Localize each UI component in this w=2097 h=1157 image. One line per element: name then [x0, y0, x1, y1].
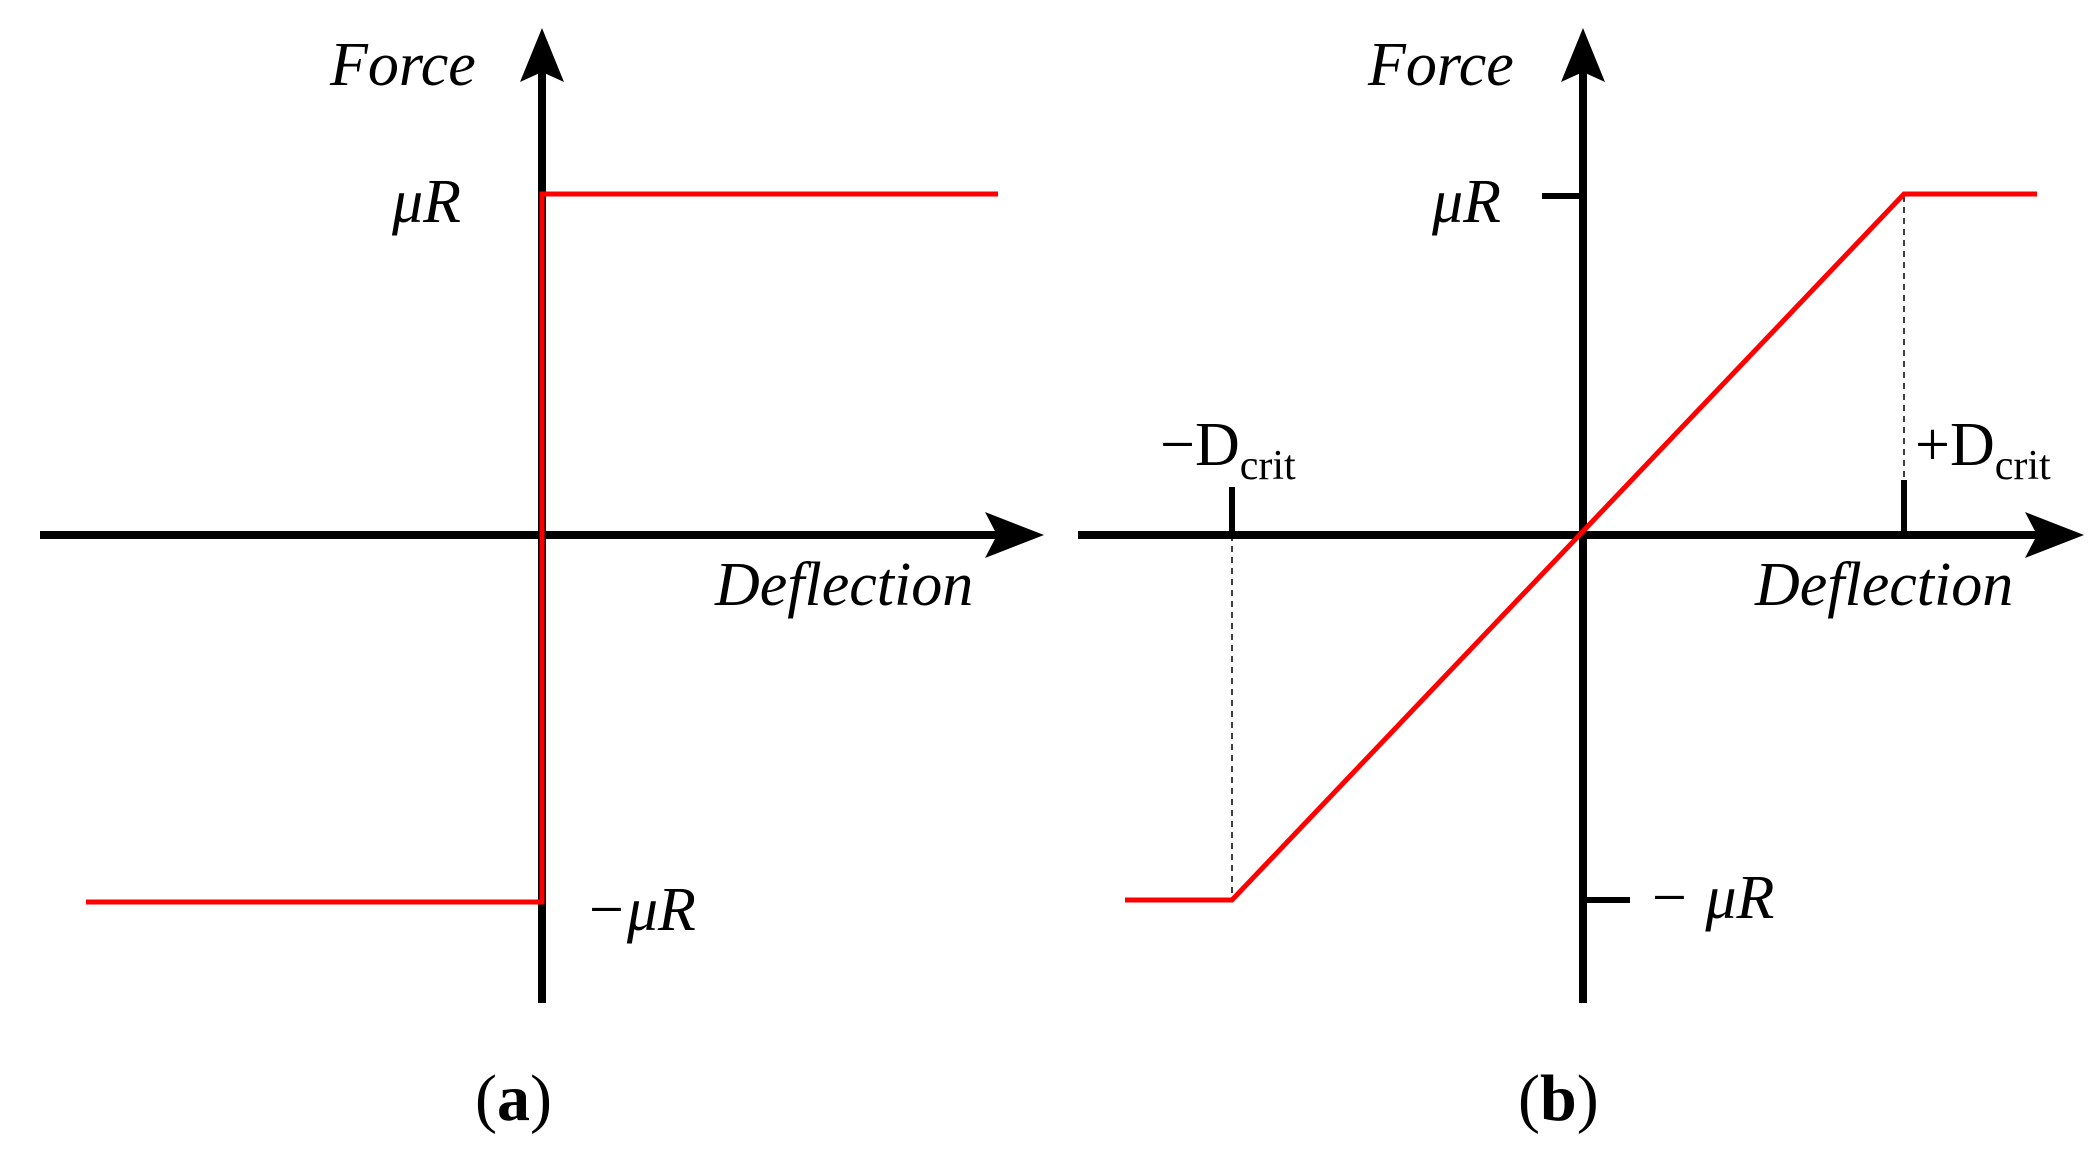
panel-b-x-axis-label: Deflection [1754, 551, 2013, 619]
panel-a-caption-open: ( [475, 1062, 497, 1135]
panel-a-y-axis-label: Force [329, 31, 476, 99]
panel-b-lower-level-label: − μR [1648, 864, 1774, 932]
panel-b-neg-dcrit-label: −Dcrit [1160, 411, 1296, 489]
panel-a-upper-level-label: μR [391, 168, 461, 236]
panel-b-caption-open: ( [1518, 1062, 1540, 1135]
panel-a-caption-close: ) [530, 1062, 552, 1135]
panel-b-force-curve [1125, 191, 2037, 903]
panel-b-pos-dcrit-main: +D [1915, 411, 1995, 479]
panel-a: Force Deflection μR −μR (a) [40, 28, 1044, 1135]
panel-b-pos-dcrit-label: +Dcrit [1915, 411, 2051, 489]
panel-a-lower-level-label: −μR [585, 876, 696, 944]
panel-a-x-axis-arrowhead [985, 512, 1044, 558]
panel-b-neg-dcrit-main: −D [1160, 411, 1240, 479]
panel-b-x-axis-arrowhead [2025, 512, 2084, 558]
panel-b-y-axis-label: Force [1367, 31, 1514, 99]
panel-b-caption: (b) [1518, 1062, 1599, 1135]
panel-b-caption-letter: b [1540, 1062, 1577, 1135]
panel-b-neg-dcrit-sub: crit [1240, 443, 1296, 489]
panel-b-upper-level-label: μR [1431, 168, 1501, 236]
panel-a-caption-letter: a [497, 1062, 530, 1135]
panel-a-x-axis-label: Deflection [714, 551, 973, 619]
panel-b-pos-dcrit-sub: crit [1995, 443, 2051, 489]
panel-a-y-axis-arrowhead [520, 28, 564, 82]
panel-b: Force Deflection μR − μR −Dcrit +Dcrit (… [1078, 28, 2084, 1135]
panel-a-caption: (a) [475, 1062, 552, 1135]
panel-b-y-axis-arrowhead [1561, 28, 1605, 82]
panel-b-caption-close: ) [1577, 1062, 1599, 1135]
panel-a-force-curve [86, 191, 998, 905]
